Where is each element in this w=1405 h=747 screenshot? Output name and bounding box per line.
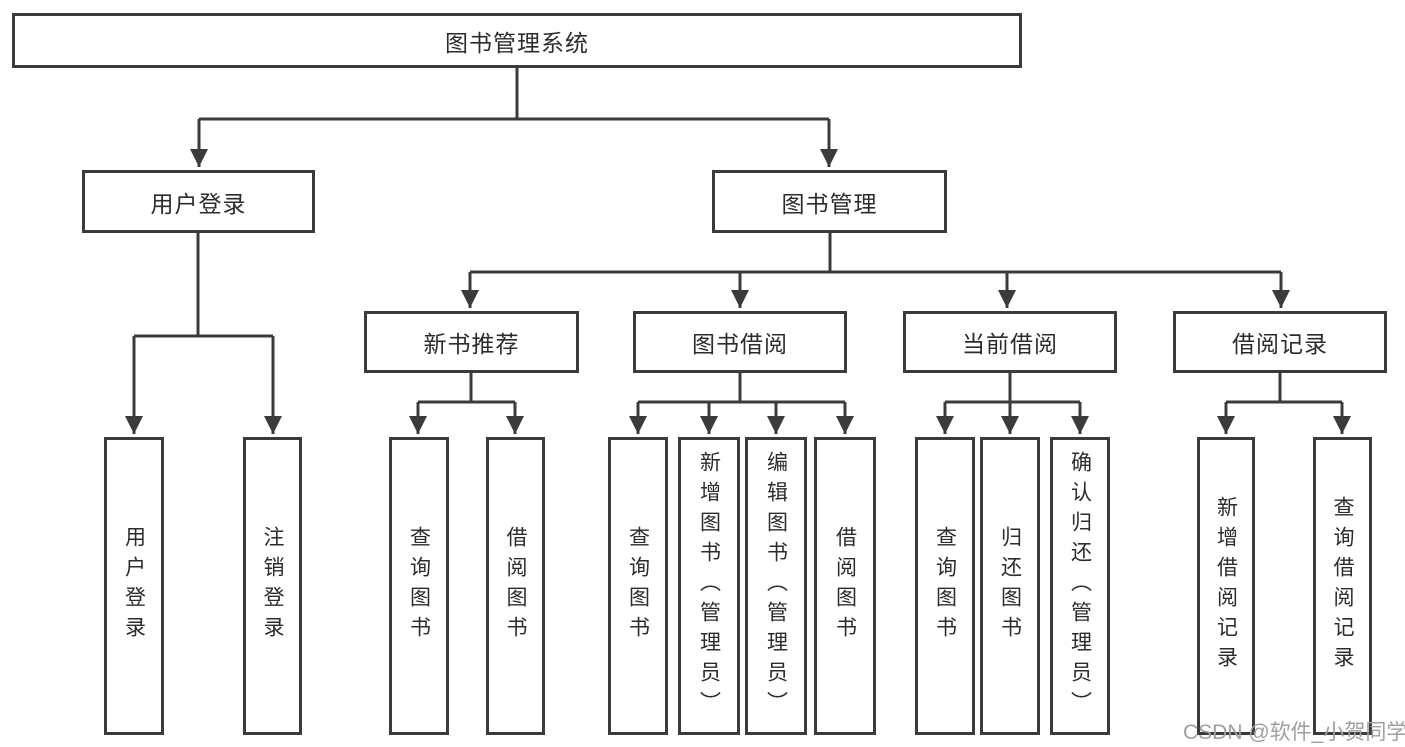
- node-leaf-edit-book-admin: 编辑图书（管理员）: [745, 437, 807, 735]
- node-label: 查询借阅记录: [1331, 496, 1354, 676]
- node-label: 图书管理: [781, 190, 878, 217]
- node-borrowing-records: 借阅记录: [1173, 311, 1387, 373]
- node-label: 借阅记录: [1232, 331, 1328, 357]
- node-library-management-system: 图书管理系统: [12, 13, 1022, 68]
- node-leaf-borrow-books-2: 借阅图书: [814, 437, 876, 735]
- node-label: 归还图书: [998, 526, 1022, 646]
- node-label: 新增图书（管理员）: [697, 451, 721, 721]
- connector-line: [418, 373, 515, 404]
- node-leaf-query-books-1: 查询图书: [389, 437, 449, 735]
- node-label: 用户登录: [122, 526, 146, 646]
- node-leaf-borrow-books-1: 借阅图书: [486, 437, 545, 735]
- node-label: 当前借阅: [962, 331, 1058, 357]
- node-label: 借阅图书: [833, 526, 857, 646]
- node-leaf-logout: 注销登录: [243, 437, 302, 735]
- node-leaf-add-book-admin: 新增图书（管理员）: [678, 437, 740, 735]
- node-book-borrowing: 图书借阅: [633, 311, 847, 373]
- node-label: 确认归还（管理员）: [1068, 451, 1092, 721]
- node-label: 新书推荐: [423, 331, 520, 357]
- node-label: 编辑图书（管理员）: [764, 451, 788, 721]
- node-leaf-query-borrow-record: 查询借阅记录: [1313, 437, 1372, 735]
- node-leaf-query-books-2: 查询图书: [608, 437, 668, 735]
- node-book-management: 图书管理: [712, 170, 947, 233]
- connector-line: [470, 233, 1281, 274]
- node-label: 新增借阅记录: [1214, 496, 1238, 676]
- connector-line: [134, 233, 273, 338]
- node-label: 用户登录: [150, 190, 247, 217]
- node-leaf-query-books-3: 查询图书: [915, 437, 975, 735]
- node-leaf-confirm-return-admin: 确认归还（管理员）: [1050, 437, 1110, 735]
- node-leaf-return-book: 归还图书: [980, 437, 1040, 735]
- connector-line: [1226, 373, 1342, 404]
- connector-line: [638, 373, 845, 404]
- node-label: 查询图书: [933, 526, 957, 646]
- connector-line: [199, 68, 829, 121]
- node-leaf-user-login: 用户登录: [104, 437, 164, 735]
- node-user-login: 用户登录: [82, 170, 315, 233]
- node-label: 查询图书: [626, 526, 650, 646]
- node-new-book-recommendation: 新书推荐: [364, 311, 579, 373]
- watermark-text: CSDN @软件_小贺同学: [1183, 721, 1405, 744]
- node-label: 图书管理系统: [445, 29, 589, 56]
- node-label: 注销登录: [261, 526, 284, 646]
- connector-line: [945, 373, 1080, 404]
- node-label: 借阅图书: [504, 526, 527, 646]
- node-leaf-add-borrow-record: 新增借阅记录: [1197, 437, 1255, 735]
- node-label: 查询图书: [407, 526, 431, 646]
- node-label: 图书借阅: [692, 331, 788, 357]
- node-current-borrowing: 当前借阅: [903, 311, 1117, 373]
